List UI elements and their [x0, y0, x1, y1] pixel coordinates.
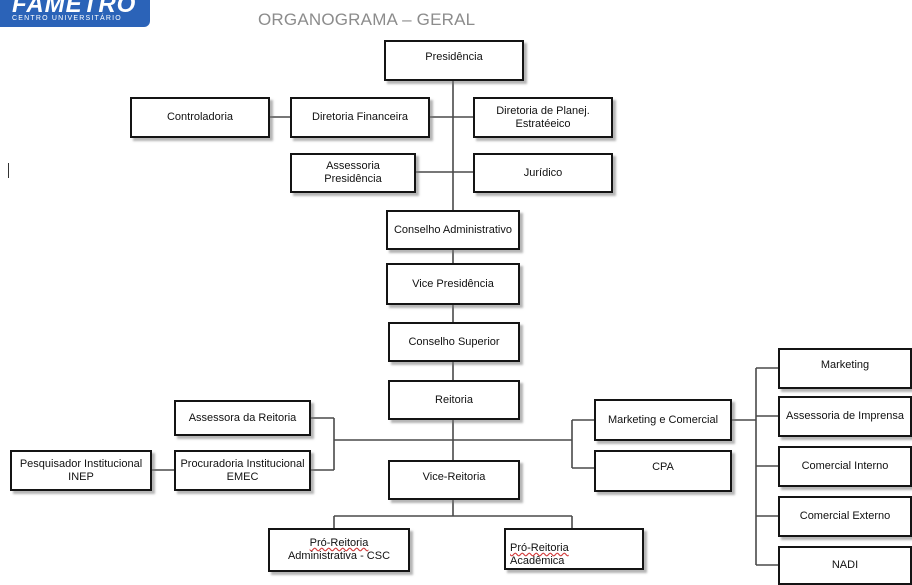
node-cpa: CPA [594, 450, 732, 492]
node-nadi: NADI [778, 546, 912, 585]
node-vice-reitoria: Vice-Reitoria [388, 460, 520, 500]
node-pro-reitoria-administrativa: Pró-Reitoria Administrativa - CSC [268, 528, 410, 572]
node-comercial-externo: Comercial Externo [778, 496, 912, 537]
text-cursor [8, 163, 9, 178]
node-controladoria: Controladoria [130, 97, 270, 138]
node-diretoria-planejamento: Diretoria de Planej. Estratéeico [473, 97, 613, 138]
node-comercial-interno: Comercial Interno [778, 446, 912, 487]
node-presidencia: Presidência [384, 40, 524, 81]
node-vice-presidencia: Vice Presidência [386, 263, 520, 305]
pro-reitoria-adm-title: Pró-Reitoria [309, 537, 369, 549]
node-juridico: Jurídico [473, 153, 613, 193]
node-reitoria: Reitoria [388, 380, 520, 420]
pro-reitoria-acad-title: Pró-Reitoria [510, 542, 569, 554]
node-marketing: Marketing [778, 348, 912, 389]
logo-main-text: FAMETRO [12, 0, 137, 18]
node-pesquisador: Pesquisador Institucional INEP [10, 450, 152, 491]
node-assessoria-presidencia: Assessoria Presidência [290, 153, 416, 193]
node-pro-reitoria-academica: Pró-Reitoria Acadêmica [504, 528, 644, 570]
node-assessora-reitoria: Assessora da Reitoria [174, 400, 311, 436]
page-title: ORGANOGRAMA – GERAL [258, 10, 476, 29]
node-diretoria-financeira: Diretoria Financeira [290, 97, 430, 138]
node-assessoria-imprensa: Assessoria de Imprensa [778, 396, 912, 437]
pro-reitoria-acad-sub: Acadêmica [510, 555, 565, 567]
node-marketing-comercial: Marketing e Comercial [594, 399, 732, 441]
fametro-logo: FAMETRO CENTRO UNIVERSITÁRIO [0, 0, 150, 27]
node-conselho-administrativo: Conselho Administrativo [386, 210, 520, 250]
node-procuradoria: Procuradoria Institucional EMEC [174, 450, 311, 491]
logo-sub-text: CENTRO UNIVERSITÁRIO [12, 15, 122, 22]
node-conselho-superior: Conselho Superior [388, 322, 520, 362]
pro-reitoria-adm-sub: Administrativa - CSC [287, 550, 391, 562]
